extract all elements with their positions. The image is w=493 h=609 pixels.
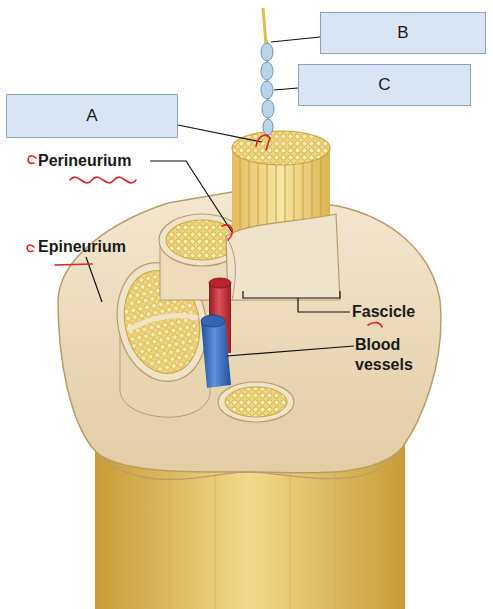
part-label: Blood vessels [355, 335, 427, 375]
perineurium-sheet [226, 214, 340, 300]
trunk-texture [130, 470, 375, 609]
fascicle-face [225, 387, 287, 417]
fascicle-face [232, 131, 330, 165]
perineurium-ring [218, 382, 294, 422]
vein [201, 320, 231, 388]
myelin-sheath [261, 43, 274, 135]
epineurium-sheath [58, 192, 441, 473]
part-label: Perineurium [38, 151, 158, 171]
sheath-fold [96, 448, 402, 479]
hand-annotations [27, 132, 382, 327]
callout-box: B [320, 12, 486, 54]
axon [263, 8, 266, 44]
artery-opening [209, 278, 231, 288]
callout-letter: A [86, 106, 97, 126]
vein-opening [201, 315, 225, 327]
part-label: Epineurium [38, 237, 158, 257]
fascicle-division [128, 316, 198, 330]
callout-letter: B [397, 23, 408, 43]
part-label: Fascicle [352, 302, 452, 322]
callout-letter: C [378, 75, 390, 95]
callout-box: C [298, 64, 471, 106]
callout-box: A [6, 94, 178, 138]
